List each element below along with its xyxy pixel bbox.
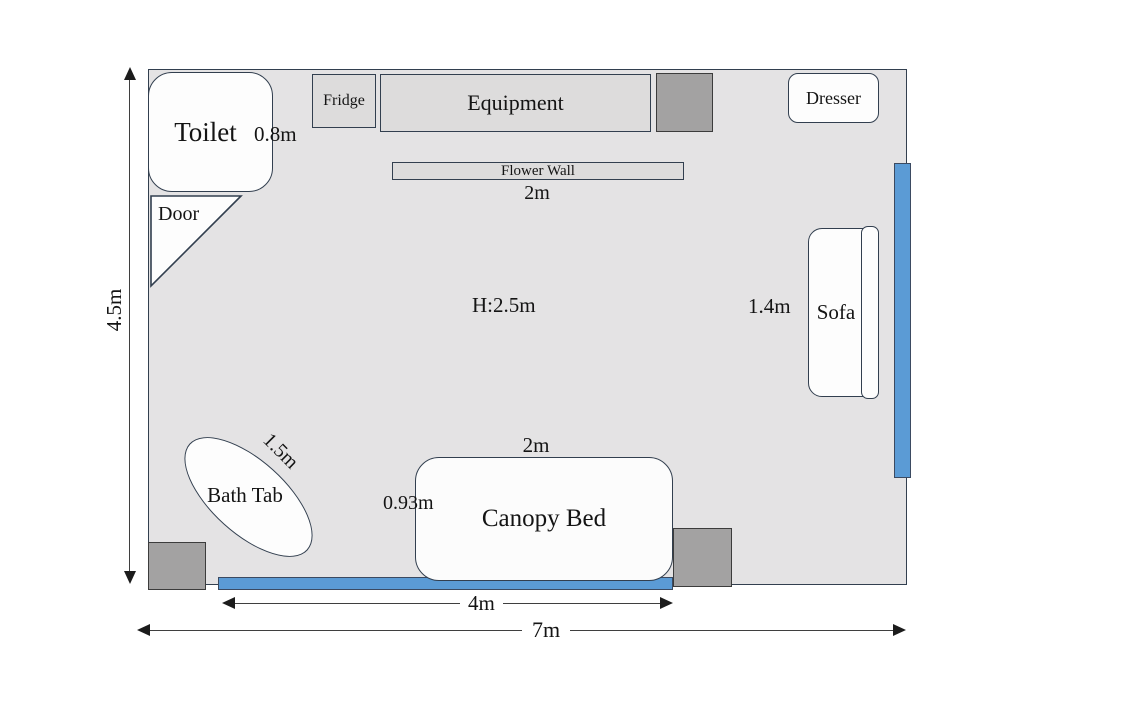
dimension-line (570, 629, 893, 631)
arrowhead-right-icon (893, 624, 906, 636)
fridge-label: Fridge (323, 92, 365, 109)
dimension-line (502, 602, 660, 604)
dimension-4m-label: 4m (468, 590, 495, 615)
equipment: Equipment (380, 74, 651, 132)
flower-wall-label: Flower Wall (501, 162, 575, 179)
sofa-backrest (861, 226, 879, 399)
dimension-7m-label: 7m (532, 617, 561, 642)
pillar-bottom-left (148, 542, 206, 590)
pillar-top (656, 73, 713, 132)
dresser-label: Dresser (806, 87, 861, 108)
fridge: Fridge (312, 74, 376, 128)
sofa-dim-label: 1.4m (748, 294, 791, 318)
dimension-line (150, 629, 522, 631)
arrowhead-up-icon (123, 67, 136, 80)
door (150, 195, 243, 288)
toilet-label: Toilet (174, 116, 237, 147)
door-label: Door (158, 203, 200, 225)
flower-wall-dim-label: 2m (524, 182, 550, 204)
dimension-line (129, 80, 130, 571)
toilet-dim-label: 0.8m (254, 122, 297, 146)
ceiling-height-label: H:2.5m (472, 293, 536, 317)
bath-tub-label: Bath Tab (207, 483, 283, 507)
dimension-7m: 7m (137, 617, 906, 642)
window-right (894, 163, 911, 478)
sofa-label: Sofa (816, 300, 856, 324)
flower-wall: Flower Wall (392, 162, 684, 180)
bed-width-dim-label: 2m (522, 433, 550, 457)
toilet: Toilet (148, 72, 273, 192)
arrowhead-left-icon (222, 597, 235, 609)
canopy-bed: Canopy Bed (415, 457, 673, 581)
dimension-4-5m (123, 67, 136, 584)
arrowhead-right-icon (660, 597, 673, 609)
arrowhead-down-icon (123, 571, 136, 584)
dresser: Dresser (788, 73, 879, 123)
sofa: Sofa (808, 228, 864, 397)
dimension-4m: 4m (222, 591, 673, 615)
equipment-label: Equipment (467, 90, 564, 115)
arrowhead-left-icon (137, 624, 150, 636)
bed-depth-dim-label: 0.93m (383, 492, 434, 514)
dimension-4-5m-label: 4.5m (102, 288, 126, 332)
canopy-bed-label: Canopy Bed (481, 505, 607, 532)
dimension-line (235, 602, 460, 604)
pillar-bottom-right (673, 528, 732, 587)
